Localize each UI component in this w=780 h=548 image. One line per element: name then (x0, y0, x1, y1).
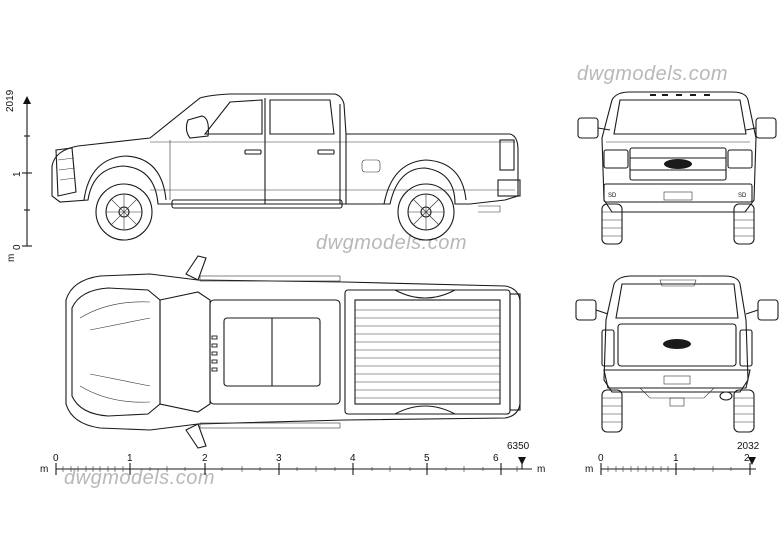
length-tick-1: 1 (127, 453, 133, 464)
width-tick-1: 1 (673, 453, 679, 464)
length-scale-ticks (55, 463, 502, 475)
vertical-scale-unit: m (6, 254, 17, 262)
front-view-truck: SD SD (577, 91, 777, 245)
rear-ford-logo-icon (663, 339, 691, 349)
length-tick-2: 2 (202, 453, 208, 464)
top-view-truck (65, 255, 521, 449)
width-tick-0: 0 (598, 453, 604, 464)
length-tick-3: 3 (276, 453, 282, 464)
width-scale: m 0 1 2 2032 (585, 441, 760, 475)
front-ford-logo-icon (664, 159, 692, 169)
length-unit-left: m (40, 464, 48, 475)
side-view-truck (51, 93, 521, 241)
width-unit: m (585, 464, 593, 475)
vertical-tick-0: 0 (12, 244, 23, 250)
length-tick-4: 4 (350, 453, 356, 464)
width-end-marker-icon (748, 457, 756, 465)
watermark-center: dwgmodels.com (316, 232, 468, 254)
height-marker-icon (23, 96, 31, 104)
watermark-top-right: dwgmodels.com (577, 63, 729, 85)
front-badge-left: SD (608, 193, 617, 199)
rear-view-truck (575, 275, 779, 433)
length-end-label: 6350 (507, 441, 530, 452)
height-label: 2019 (5, 89, 16, 112)
front-badge-right: SD (738, 193, 747, 199)
width-tick-2: 2 (744, 453, 750, 464)
watermark-bottom-left: dwgmodels.com (64, 467, 216, 489)
length-tick-6: 6 (493, 453, 499, 464)
length-scale: m m 0 1 2 3 4 5 6 6350 (40, 441, 545, 475)
width-end-label: 2032 (737, 441, 760, 452)
length-unit-right: m (537, 464, 545, 475)
length-tick-0: 0 (53, 453, 59, 464)
vertical-tick-1: 1 (12, 171, 23, 177)
length-tick-5: 5 (424, 453, 430, 464)
vertical-scale: m 0 1 2019 (5, 89, 32, 262)
